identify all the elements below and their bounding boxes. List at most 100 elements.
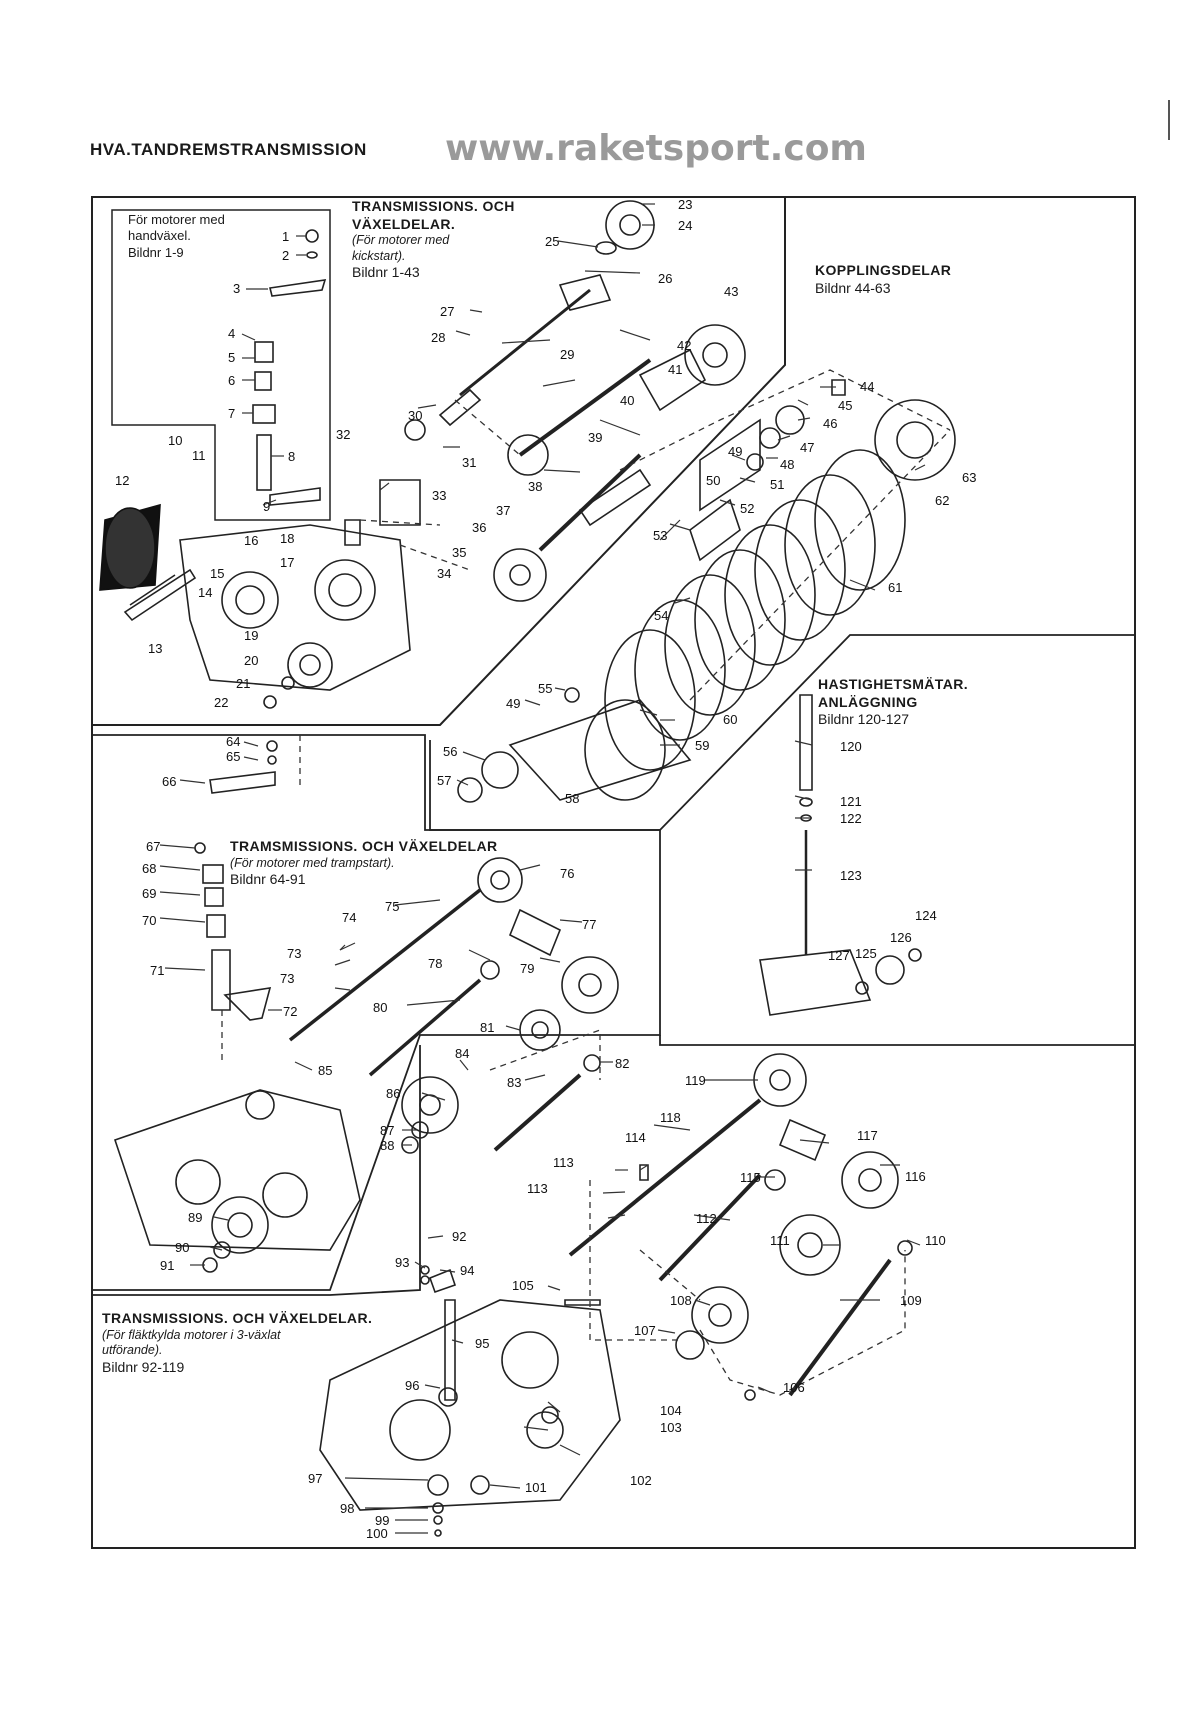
part-label: 67 (146, 839, 160, 854)
part-label: 80 (373, 1000, 387, 1015)
watermark: www.raketsport.com (445, 128, 867, 169)
part-label: 111 (770, 1233, 790, 1248)
part-label: 120 (840, 739, 862, 754)
part-label: 122 (840, 811, 862, 826)
part-label: 93 (395, 1255, 409, 1270)
part-label: 51 (770, 477, 784, 492)
part-label: 20 (244, 653, 258, 668)
part-label: 85 (318, 1063, 332, 1078)
part-label: 118 (660, 1110, 681, 1125)
part-label: 126 (890, 930, 912, 945)
part-label: 87 (380, 1123, 394, 1138)
part-label: 124 (915, 908, 937, 923)
page-title: HVA.TANDREMSTRANSMISSION (90, 140, 367, 159)
part-label: 62 (935, 493, 949, 508)
part-label: 19 (244, 628, 258, 643)
part-label: 47 (800, 440, 814, 455)
part-label: 73 (280, 971, 294, 986)
part-label: 112 (696, 1211, 717, 1226)
part-label: 46 (823, 416, 837, 431)
frame-trampstart (92, 734, 661, 1291)
part-label: 95 (475, 1336, 489, 1351)
part-label: 59 (695, 738, 709, 753)
part-label: 3 (233, 281, 240, 296)
part-label: 70 (142, 913, 156, 928)
part-label: 23 (678, 197, 692, 212)
part-label: 6 (228, 373, 235, 388)
part-label: 68 (142, 861, 156, 876)
part-label: 103 (660, 1420, 682, 1435)
part-label: 2 (282, 248, 289, 263)
part-label: 8 (288, 449, 295, 464)
part-label: 12 (115, 473, 129, 488)
part-label: 31 (462, 455, 476, 470)
part-label: 90 (175, 1240, 189, 1255)
part-label: 98 (340, 1501, 354, 1516)
part-label: 71 (150, 963, 164, 978)
part-label: 1 (282, 229, 289, 244)
part-label: 49 (728, 444, 742, 459)
frame-kickstart (92, 196, 786, 726)
part-label: 35 (452, 545, 466, 560)
part-label: 54 (654, 608, 668, 623)
part-label: 5 (228, 350, 235, 365)
part-label: 26 (658, 271, 672, 286)
part-label: 121 (840, 794, 862, 809)
part-label: 113 (527, 1181, 548, 1196)
part-label: 78 (428, 956, 442, 971)
part-label: 48 (780, 457, 794, 472)
part-label: 73 (287, 946, 301, 961)
part-label: 10 (168, 433, 182, 448)
part-label: 25 (545, 234, 559, 249)
part-label: 115 (740, 1170, 761, 1185)
part-label: 127 (828, 948, 850, 963)
frame-flaktkyld (92, 1045, 421, 1296)
part-label: 117 (857, 1128, 878, 1143)
part-label: 30 (408, 408, 422, 423)
part-label: 104 (660, 1403, 682, 1418)
part-label: 32 (336, 427, 350, 442)
part-label: 92 (452, 1229, 466, 1244)
part-label: 105 (512, 1278, 534, 1293)
part-label: 94 (460, 1263, 474, 1278)
part-label: 52 (740, 501, 754, 516)
part-label: 50 (706, 473, 720, 488)
part-label: 125 (855, 946, 877, 961)
part-label: 79 (520, 961, 534, 976)
part-label: 99 (375, 1513, 389, 1528)
part-label: 91 (160, 1258, 174, 1273)
part-label: 7 (228, 406, 235, 421)
part-label: 102 (630, 1473, 652, 1488)
part-label: 89 (188, 1210, 202, 1225)
part-label: 21 (236, 676, 250, 691)
part-label: 34 (437, 566, 451, 581)
section-flaktkyld-caption: TRANSMISSIONS. OCH VÄXELDELAR. (För fläk… (102, 1310, 373, 1375)
part-label: 77 (582, 917, 596, 932)
part-label: 88 (380, 1138, 394, 1153)
part-label: 56 (443, 744, 457, 759)
part-label: 76 (560, 866, 574, 881)
part-label: 9 (263, 499, 270, 514)
part-label: 106 (783, 1380, 805, 1395)
part-label: 116 (905, 1169, 926, 1184)
part-label: 83 (507, 1075, 521, 1090)
part-label: 45 (838, 398, 852, 413)
part-label: 44 (860, 379, 874, 394)
section-koppling-caption: KOPPLINGSDELAR Bildnr 44-63 (815, 262, 952, 296)
section-hastighet-caption: HASTIGHETSMÄTAR. ANLÄGGNING Bildnr 120-1… (818, 676, 969, 727)
section-handvaxel-caption: För motorer med handväxel. Bildnr 1-9 (128, 212, 225, 260)
part-label: 110 (925, 1233, 946, 1248)
part-label: 101 (525, 1480, 547, 1495)
part-label: 42 (677, 338, 691, 353)
part-label: 40 (620, 393, 634, 408)
part-label: 49 (506, 696, 520, 711)
part-label: 66 (162, 774, 176, 789)
frame-handvaxel (111, 209, 331, 521)
section-kickstart-caption: TRANSMISSIONS. OCH VÄXELDELAR. (För moto… (352, 198, 515, 281)
part-label: 60 (723, 712, 737, 727)
part-label: 84 (455, 1046, 469, 1061)
scan-mark (1168, 100, 1170, 140)
part-label: 24 (678, 218, 692, 233)
part-label: 72 (283, 1004, 297, 1019)
